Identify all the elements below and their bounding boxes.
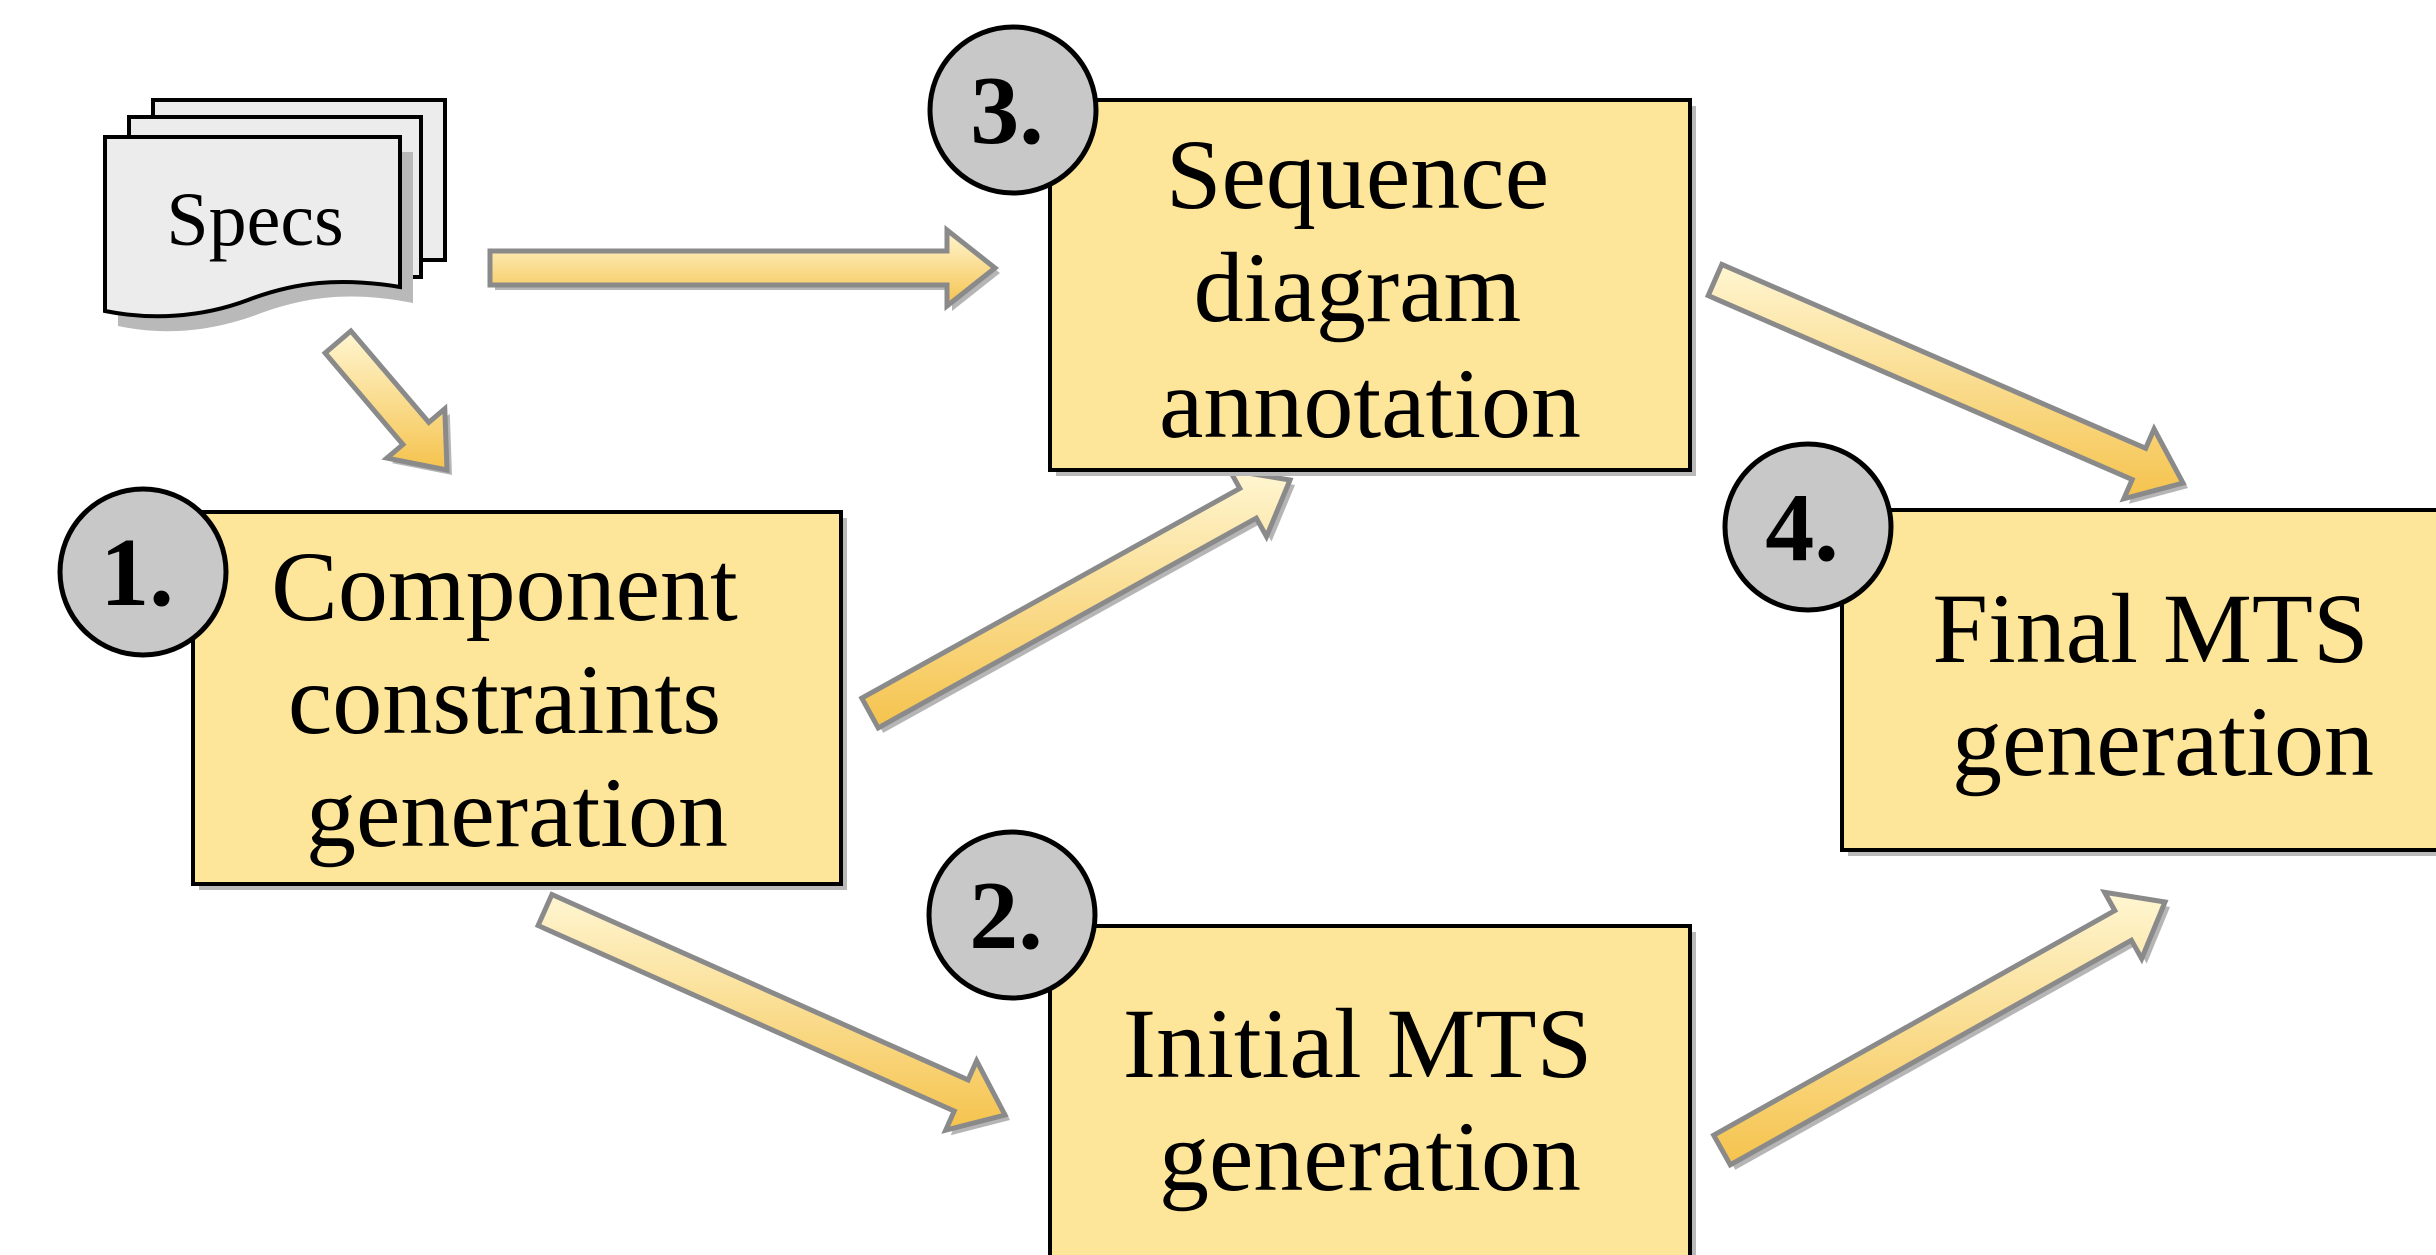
step-3-badge: 3. — [927, 24, 1099, 196]
flow-arrow-body — [487, 224, 1000, 312]
step-4-final-mts-generation: Final MTS generation 4. — [1722, 441, 2436, 856]
flow-arrow — [321, 327, 452, 475]
specs-label: Specs — [166, 178, 343, 262]
flow-arrow — [487, 224, 1000, 312]
step-1-component-constraints-generation: Component constraints generation 1. — [57, 486, 847, 890]
flow-arrow-body — [1704, 261, 2187, 503]
step-3-label: Sequence diagram annotation — [1159, 119, 1581, 459]
step-2-label: Initial MTS generation — [1123, 988, 1617, 1212]
step-4-box — [1840, 508, 2436, 852]
flow-arrow-body — [321, 327, 450, 474]
flow-arrow-body — [858, 466, 1294, 732]
step-1-badge: 1. — [57, 486, 229, 658]
step-4-badge: 4. — [1722, 441, 1894, 613]
flow-arrow — [1704, 261, 2188, 504]
flow-arrow-body — [1710, 889, 2169, 1169]
step-1-label: Component constraints generation — [271, 531, 763, 868]
flow-arrows — [321, 224, 2188, 1170]
svg-text:3.: 3. — [970, 57, 1044, 165]
svg-text:1.: 1. — [100, 519, 174, 627]
step-4-label: Final MTS generation — [1932, 573, 2393, 797]
flow-arrow — [1710, 889, 2170, 1170]
svg-text:4.: 4. — [1765, 474, 1839, 582]
flow-arrow — [858, 466, 1295, 733]
step-2-badge: 2. — [926, 829, 1098, 1001]
step-2-initial-mts-generation: Initial MTS generation 2. — [926, 829, 1696, 1255]
stacked-documents-icon — [103, 98, 447, 332]
flow-arrow — [534, 891, 1010, 1136]
svg-text:2.: 2. — [969, 862, 1043, 970]
step-1-box — [191, 510, 843, 886]
flow-arrow-body — [534, 891, 1009, 1134]
step-3-box — [1048, 98, 1692, 472]
step-3-sequence-diagram-annotation: Sequence diagram annotation 3. — [927, 24, 1696, 476]
specs-document: Specs — [103, 98, 447, 332]
step-2-box — [1048, 924, 1692, 1255]
